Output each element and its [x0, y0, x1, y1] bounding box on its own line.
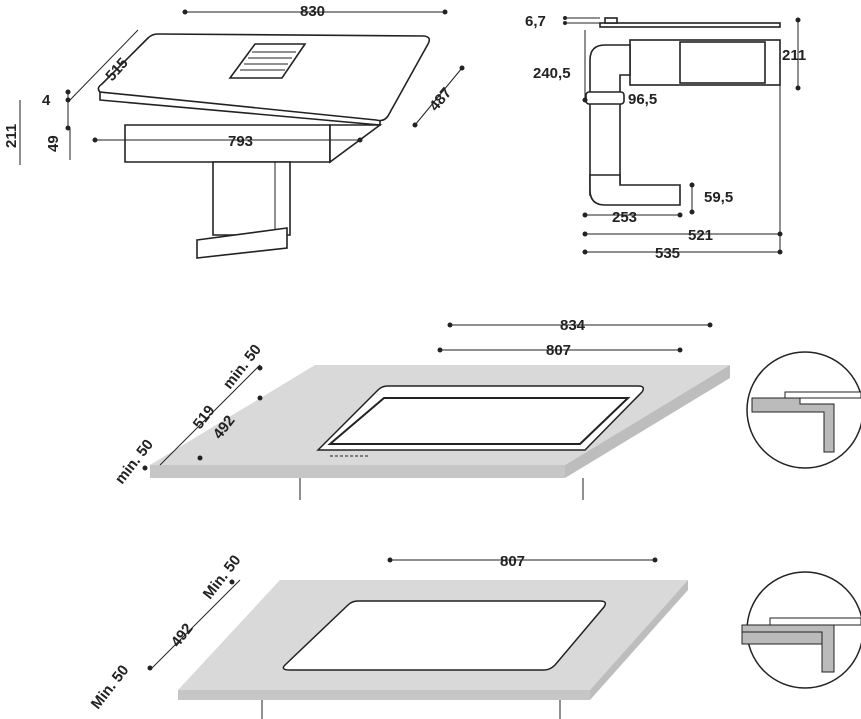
- dim-depth-521: 521: [688, 227, 713, 244]
- dim-cut-width: 807: [500, 553, 525, 570]
- dim-outer-width: 834: [560, 317, 586, 334]
- dim-duct-dia: 96,5: [628, 91, 657, 108]
- dim-width: 830: [300, 3, 325, 20]
- hob-perspective: 830 515 4 211 49 793 487: [3, 3, 465, 259]
- dim-body-height: 49: [45, 135, 62, 152]
- dim-outlet-depth: 253: [612, 209, 637, 226]
- dim-outlet-height: 59,5: [704, 189, 733, 206]
- dim-side-glass: 6,7: [525, 13, 546, 30]
- dim-inner-width: 807: [546, 342, 571, 359]
- dim-glass: 4: [42, 92, 51, 109]
- dim-duct-top: 240,5: [533, 65, 571, 82]
- hob-base: [196, 227, 288, 259]
- dim-std-min-back: Min. 50: [200, 552, 245, 603]
- dim-body-depth: 487: [426, 84, 455, 114]
- standard-detail-circle: [741, 571, 861, 689]
- standard-installation: 807 Min. 50 492 Min. 50: [88, 552, 861, 719]
- flush-installation: 834 807 min. 50 519 492 min. 50: [112, 317, 861, 500]
- dim-cut-depth: 492: [168, 620, 197, 650]
- dim-min-front: min. 50: [112, 436, 157, 487]
- dim-side-height: 211: [782, 47, 806, 64]
- side-view: 6,7 211 240,5 96,5 59,5 253 521 535: [525, 13, 806, 262]
- dim-depth-535: 535: [655, 245, 680, 262]
- dim-total-height: 211: [3, 124, 20, 148]
- hob-column: [212, 161, 291, 236]
- flush-detail-circle: [746, 351, 861, 469]
- dim-std-min-front: Min. 50: [88, 662, 133, 713]
- dim-body-width: 793: [228, 133, 253, 150]
